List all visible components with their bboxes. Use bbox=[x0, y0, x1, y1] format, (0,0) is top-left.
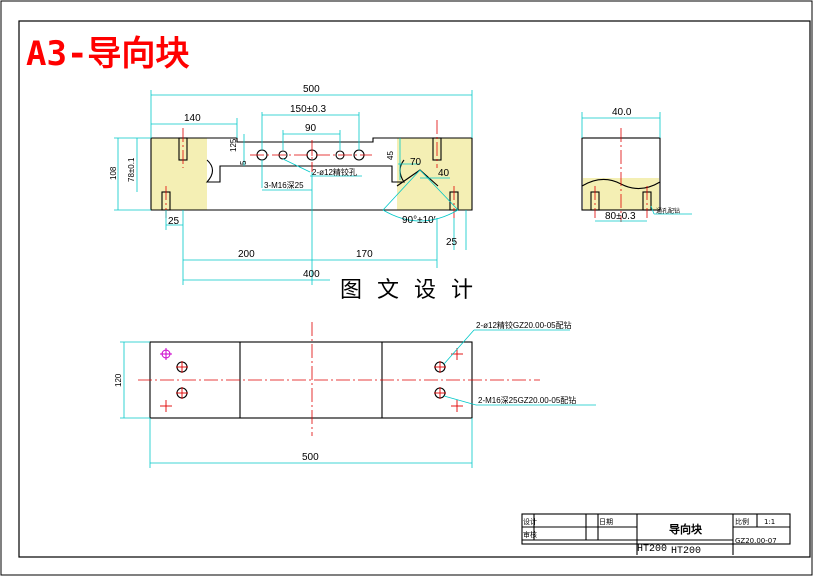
top-callout-a: 2-ø12精铰GZ20.00-05配钻 bbox=[476, 320, 572, 330]
dim-slot-depth: 125 bbox=[229, 138, 238, 152]
dim-right-height: 45 bbox=[386, 151, 395, 160]
dim-left-width: 140 bbox=[184, 113, 201, 124]
tb-check-label: 审核 bbox=[523, 530, 537, 539]
dim-slot-step: 5 bbox=[239, 160, 248, 165]
tb-drawing-no: GZ20.00-07 bbox=[735, 537, 777, 545]
dim-span-170: 170 bbox=[356, 249, 373, 260]
dim-notch-width: 70 bbox=[410, 157, 422, 168]
dim-span-400: 400 bbox=[303, 269, 320, 280]
title-block: 设计 审核 日期 导向块 比例 1:1 HT200 HT200 GZ20.00-… bbox=[521, 513, 791, 557]
inner-frame bbox=[18, 20, 811, 558]
marker-icon bbox=[160, 348, 172, 360]
tb-scale: 1:1 bbox=[764, 518, 775, 526]
note-holes-b: 3-M16深25 bbox=[264, 181, 304, 190]
dim-span-200: 200 bbox=[238, 249, 255, 260]
top-dim-width: 120 bbox=[114, 373, 123, 387]
side-note: 通孔配钻 bbox=[656, 207, 680, 215]
note-holes-a: 2-ø12精铰孔 bbox=[312, 167, 357, 177]
dim-height-total: 108 bbox=[109, 166, 118, 180]
dim-overall: 500 bbox=[303, 84, 320, 95]
side-dim-width: 40.0 bbox=[612, 107, 632, 118]
tb-design-label: 设计 bbox=[523, 517, 537, 526]
tb-material-b: HT200 bbox=[671, 546, 701, 557]
dim-angle: 90°±10′ bbox=[402, 215, 436, 226]
dim-inner-span: 90 bbox=[305, 123, 317, 134]
top-callout-b: 2-M16深25GZ20.00-05配钻 bbox=[478, 395, 576, 405]
tb-scale-label: 比例 bbox=[735, 517, 749, 526]
side-dim-hole-spacing: 80±0.3 bbox=[605, 211, 636, 222]
dim-height-inner: 78±0.1 bbox=[127, 157, 136, 182]
top-dim-length: 500 bbox=[302, 452, 319, 463]
dim-right-offset: 25 bbox=[446, 237, 458, 248]
tb-part-name: 导向块 bbox=[669, 522, 703, 536]
dim-hole-span: 150±0.3 bbox=[290, 104, 327, 115]
drawing-title: A3-导向块 bbox=[26, 34, 189, 74]
top-view: 120 500 2-ø12精铰GZ20.00-05配钻 2-M16深25GZ20… bbox=[114, 320, 596, 468]
dim-bottom-left: 25 bbox=[168, 216, 180, 227]
side-view: 40.0 80±0.3 通孔配钻 bbox=[581, 107, 692, 222]
watermark: 图 文 设 计 bbox=[340, 278, 477, 303]
front-view: 500 140 150±0.3 90 108 78±0.1 125 5 45 7… bbox=[109, 84, 659, 285]
tb-date-label: 日期 bbox=[599, 518, 613, 526]
dim-notch-depth: 40 bbox=[438, 168, 450, 179]
tb-material-a: HT200 bbox=[637, 544, 667, 555]
